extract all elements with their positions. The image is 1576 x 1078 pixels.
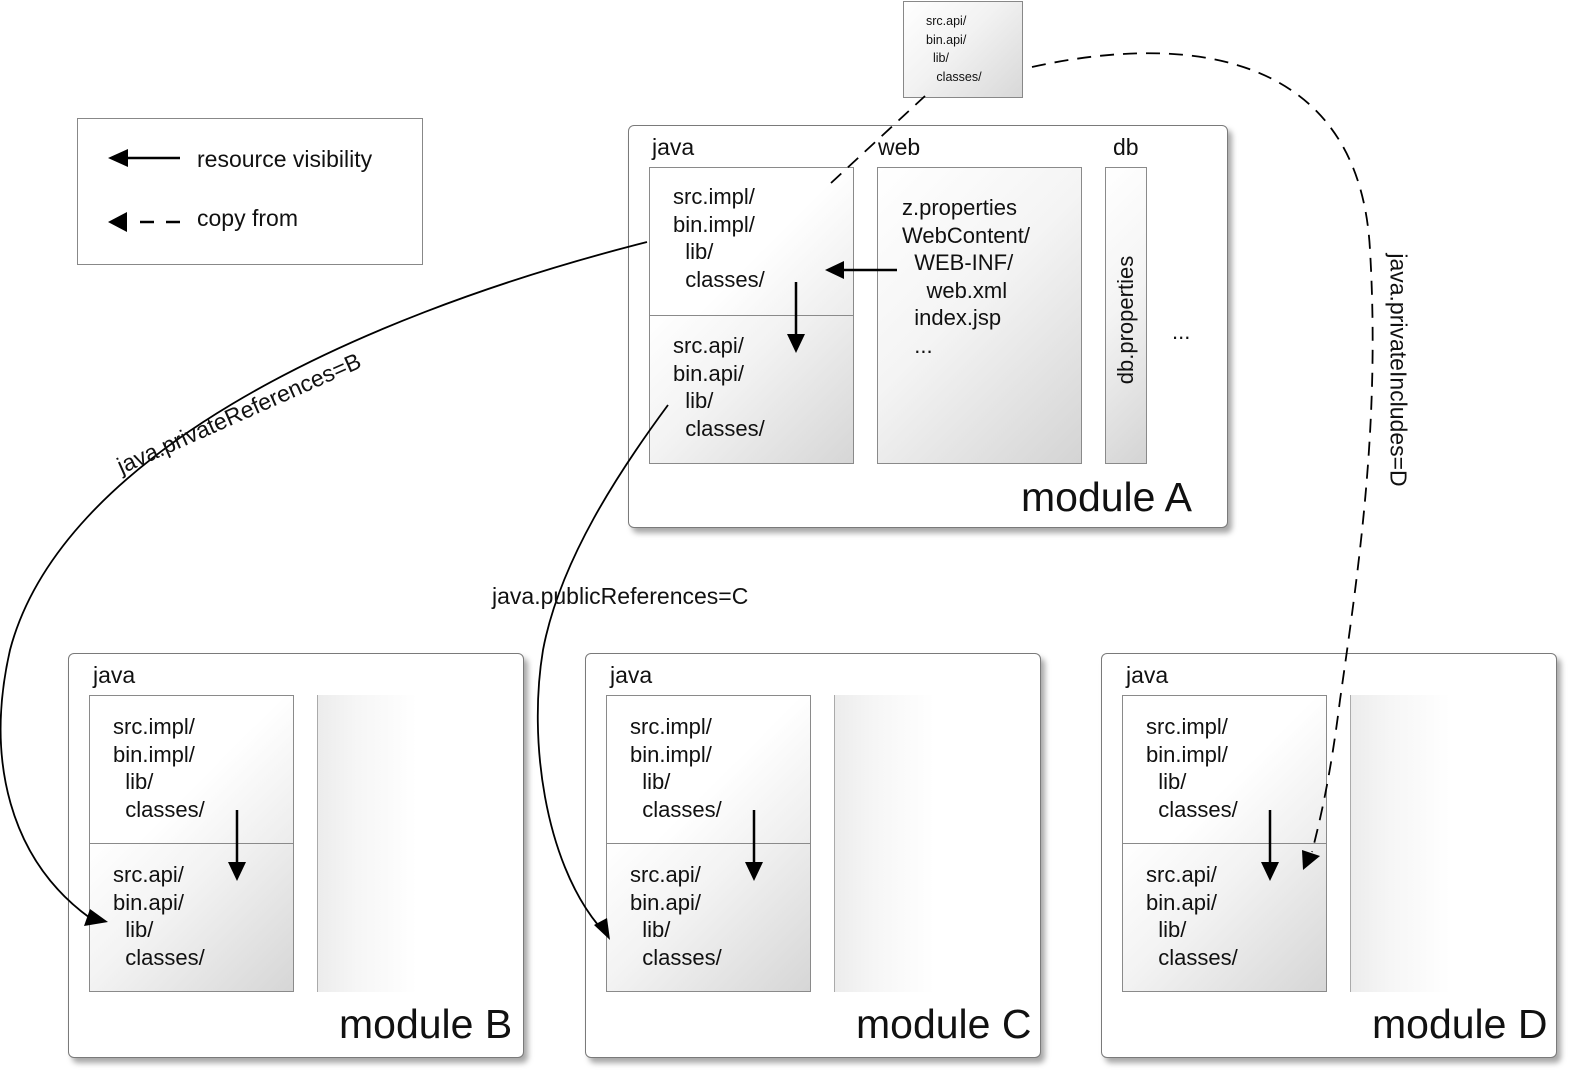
module-d-extra-panel (1350, 695, 1450, 992)
module-d-impl-panel (1122, 695, 1327, 844)
module-b-java-label: java (93, 662, 136, 688)
module-a-impl-line-3: lib/ (673, 239, 714, 265)
module-b-api-line-3: lib/ (113, 917, 154, 943)
module-a-api-line-2: bin.api/ (673, 360, 744, 386)
module-c-impl-line-4: classes/ (630, 796, 722, 822)
public-references-edge (536, 404, 669, 926)
module-a-web-line-3: WEB-INF/ (902, 250, 1014, 276)
module-a-web-line-6: ... (902, 333, 933, 358)
legend (77, 118, 423, 265)
module-d-impl-line-1: src.impl/ (1146, 714, 1228, 739)
module-a-web-line-4: web.xml (902, 277, 1008, 303)
module-d-api-line-2: bin.api/ (1146, 889, 1217, 915)
module-b-impl-line-4: classes/ (113, 796, 205, 822)
legend-dashed-arrowhead (108, 212, 127, 232)
module-a-web-line-2: WebContent/ (902, 222, 1031, 248)
module-a-impl-panel (649, 167, 854, 316)
module-d-impl-line-3: lib/ (1146, 769, 1187, 795)
module-b-api-line-4: classes/ (113, 944, 205, 970)
module-b-title: module B (339, 1001, 513, 1047)
module-c-java-label: java (610, 662, 653, 688)
module-d-api-line-3: lib/ (1146, 917, 1187, 943)
module-a-web-label: web (878, 134, 921, 160)
module-b-api-line-1: src.api/ (113, 862, 184, 887)
module-c-api-line-4: classes/ (630, 944, 722, 970)
module-a-web-panel (877, 167, 1082, 464)
module-b-impl-line-1: src.impl/ (113, 714, 195, 739)
copied-api-line-1: src.api/ (926, 14, 967, 28)
module-d-api-panel (1122, 843, 1327, 992)
module-d-java-label: java (1126, 662, 1169, 688)
private-references-edge (0, 241, 648, 919)
module-c-api-line-3: lib/ (630, 917, 671, 943)
private-includes-edge (1031, 52, 1374, 853)
module-c-title: module C (856, 1001, 1032, 1047)
module-c-extra-panel (834, 695, 934, 992)
module-c-api-line-1: src.api/ (630, 862, 701, 887)
module-b-impl-panel (89, 695, 294, 844)
module-a-java-label: java (652, 134, 695, 160)
module-c-impl-panel (606, 695, 811, 844)
module-c-impl-line-2: bin.impl/ (630, 741, 712, 767)
module-b-impl-line-3: lib/ (113, 769, 154, 795)
module-a-api-panel (649, 315, 854, 464)
legend-solid-label: resource visibility (197, 146, 373, 172)
module-a-web-line-1: z.properties (902, 195, 1017, 220)
module-d-api-line-1: src.api/ (1146, 862, 1217, 887)
module-a-more: ... (1172, 319, 1191, 344)
copy-from-api-edge (830, 95, 926, 184)
module-a-api-line-3: lib/ (673, 388, 714, 414)
private-includes-label: java.privateIncludes=D (1385, 253, 1412, 487)
module-a-impl-line-4: classes/ (673, 266, 765, 292)
module-b-api-line-2: bin.api/ (113, 889, 184, 915)
module-a-api-line-4: classes/ (673, 415, 765, 441)
module-b-api-panel (89, 843, 294, 992)
module-c-api-line-2: bin.api/ (630, 889, 701, 915)
module-a-web-line-5: index.jsp (902, 305, 1002, 331)
public-references-label: java.publicReferences=C (492, 583, 749, 609)
module-c-api-panel (606, 843, 811, 992)
copied-api-line-4: classes/ (926, 69, 982, 84)
module-a-db-label: db (1113, 134, 1139, 160)
module-d-impl-line-2: bin.impl/ (1146, 741, 1228, 767)
module-d-title: module D (1372, 1001, 1548, 1047)
module-c-impl-line-1: src.impl/ (630, 714, 712, 739)
module-a-impl-line-1: src.impl/ (673, 184, 755, 209)
legend-solid-arrowhead (108, 149, 128, 167)
module-a-impl-line-2: bin.impl/ (673, 211, 755, 237)
module-b-impl-line-2: bin.impl/ (113, 741, 195, 767)
module-a-title: module A (1021, 474, 1192, 520)
copied-api-box (903, 1, 1023, 98)
copied-api-line-3: lib/ (926, 51, 949, 65)
module-a-db-panel (1105, 167, 1147, 464)
legend-dashed-label: copy from (197, 205, 298, 231)
copied-api-line-2: bin.api/ (926, 32, 967, 47)
module-d-impl-line-4: classes/ (1146, 796, 1238, 822)
module-a-api-line-1: src.api/ (673, 333, 744, 358)
module-c-impl-line-3: lib/ (630, 769, 671, 795)
module-b-extra-panel (317, 695, 417, 992)
module-d-api-line-4: classes/ (1146, 944, 1238, 970)
